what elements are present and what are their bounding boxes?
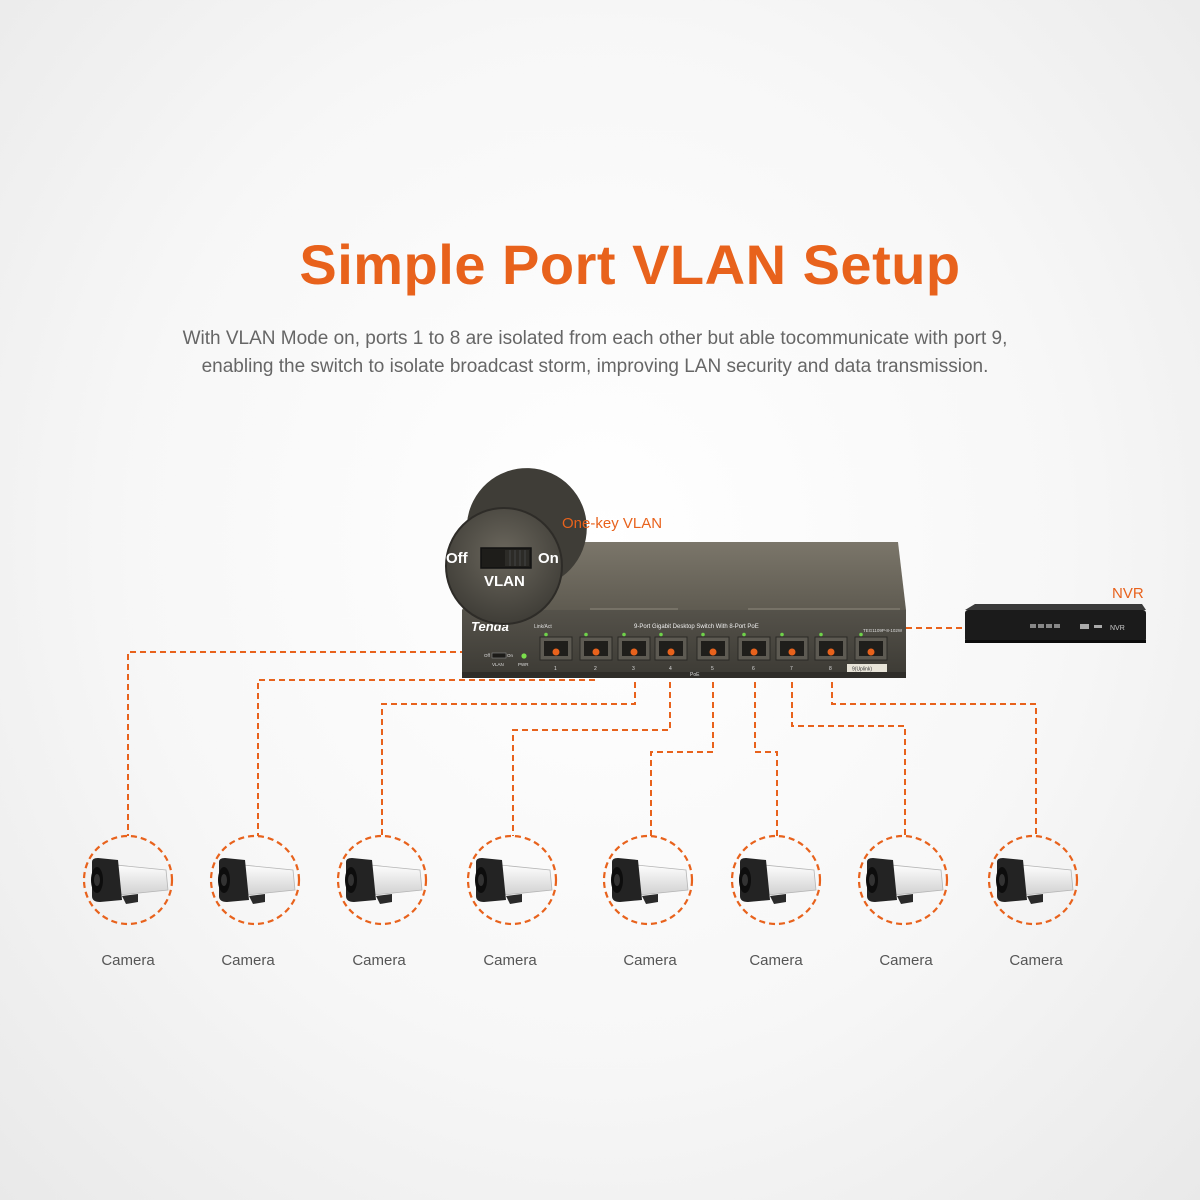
camera-label: Camera [1009,952,1063,969]
port-connection-dot [630,648,638,656]
switch-port-uplink [854,632,888,661]
vlan-callout: Off On VLAN [445,468,587,625]
port-led [742,632,746,637]
camera-7: Camera [857,834,949,969]
switch-pwr: PWR [518,662,529,667]
port-connection-dot [827,648,835,656]
camera-label: Camera [749,952,803,969]
vlan-slide-switch [491,652,507,659]
port-connection-dot [867,648,875,656]
camera-label: Camera [101,952,155,969]
connection-line-port1 [127,651,556,836]
page-title: Simple Port VLAN Setup [299,233,961,296]
port-led [819,632,823,637]
nvr-device-text: NVR [1110,625,1125,632]
port-number: 8 [829,666,832,672]
switch-port: 1 [539,632,573,672]
switch-port: 4 [654,632,688,672]
security-camera-icon [611,858,689,904]
camera-4: Camera [466,834,558,969]
switch-port: 8 [814,632,848,672]
port-number: 7 [790,666,793,672]
pwr-led [521,653,527,659]
port-number: 4 [669,666,672,672]
port-connection-dot [750,648,758,656]
port-led [622,632,626,637]
switch-poe-label: PoE [690,672,700,678]
switch-on-small: On [507,653,514,658]
port-led [780,632,784,637]
port-connection-dot [667,648,675,656]
camera-label: Camera [221,952,275,969]
camera-3: Camera [336,834,428,969]
camera-dashed-ring [336,834,428,926]
connection-line-port2 [257,652,598,836]
security-camera-icon [345,858,423,904]
switch-port: 5 [696,632,730,672]
description-line-1: With VLAN Mode on, ports 1 to 8 are isol… [182,328,1008,349]
security-camera-icon [475,858,553,904]
connection-line-port6 [754,652,778,836]
port-number: 2 [594,666,597,672]
one-key-vlan-label: One-key VLAN [562,515,662,532]
callout-on: On [538,550,559,567]
camera-label: Camera [623,952,677,969]
switch-model-text: 9-Port Gigabit Desktop Switch With 8-Por… [634,624,759,630]
switch-uplink-label: 9(Uplink) [852,667,872,673]
camera-dashed-ring [209,834,301,926]
camera-2: Camera [209,834,301,969]
port-led [659,632,663,637]
security-camera-icon [739,858,817,904]
security-camera-icon [91,858,169,904]
switch-off-small: Off [484,653,491,658]
security-camera-icon [996,858,1074,904]
nvr-label: NVR [1112,585,1144,602]
connection-line-port8 [831,652,1037,836]
switch-port: 2 [579,632,613,672]
port-connection-dot [592,648,600,656]
port-connection-dot [709,648,717,656]
camera-label: Camera [352,952,406,969]
camera-dashed-ring [466,834,558,926]
camera-6: Camera [730,834,822,969]
security-camera-icon [866,858,944,904]
switch-port: 3 [617,632,651,672]
switch-model-code: TEG1109P-8-102W [863,628,903,633]
camera-dashed-ring [82,834,174,926]
port-led [859,632,863,637]
description-line-2: enabling the switch to isolate broadcast… [201,356,989,377]
port-number: 6 [752,666,755,672]
port-number: 1 [554,666,557,672]
camera-dashed-ring [730,834,822,926]
camera-8: Camera [987,834,1079,969]
camera-label: Camera [483,952,537,969]
port-led [584,632,588,637]
callout-off: Off [446,550,469,567]
switch-port: 7 [775,632,809,672]
switch-link-act: Link/Act [534,624,552,630]
camera-dashed-ring [857,834,949,926]
cameras: Camera Camera Camera Camera Camera Camera Came… [82,834,1079,969]
switch-port: 6 [737,632,771,672]
port-number: 3 [632,666,635,672]
port-led [544,632,548,637]
connection-line-port5 [650,652,714,836]
port-led [701,632,705,637]
port-connection-dot [788,648,796,656]
camera-label: Camera [879,952,933,969]
camera-dashed-ring [987,834,1079,926]
switch-vlan-small: VLAN [492,662,504,667]
callout-vlan: VLAN [484,573,525,590]
camera-1: Camera [82,834,174,969]
port-number: 5 [711,666,714,672]
connection-line-port7 [791,652,906,836]
port-connection-dot [552,648,560,656]
security-camera-icon [218,858,296,904]
camera-5: Camera [602,834,694,969]
switch-ports: 1 2 3 4 5 6 7 8 [539,632,888,672]
camera-dashed-ring [602,834,694,926]
nvr-device: NVR [965,604,1146,643]
